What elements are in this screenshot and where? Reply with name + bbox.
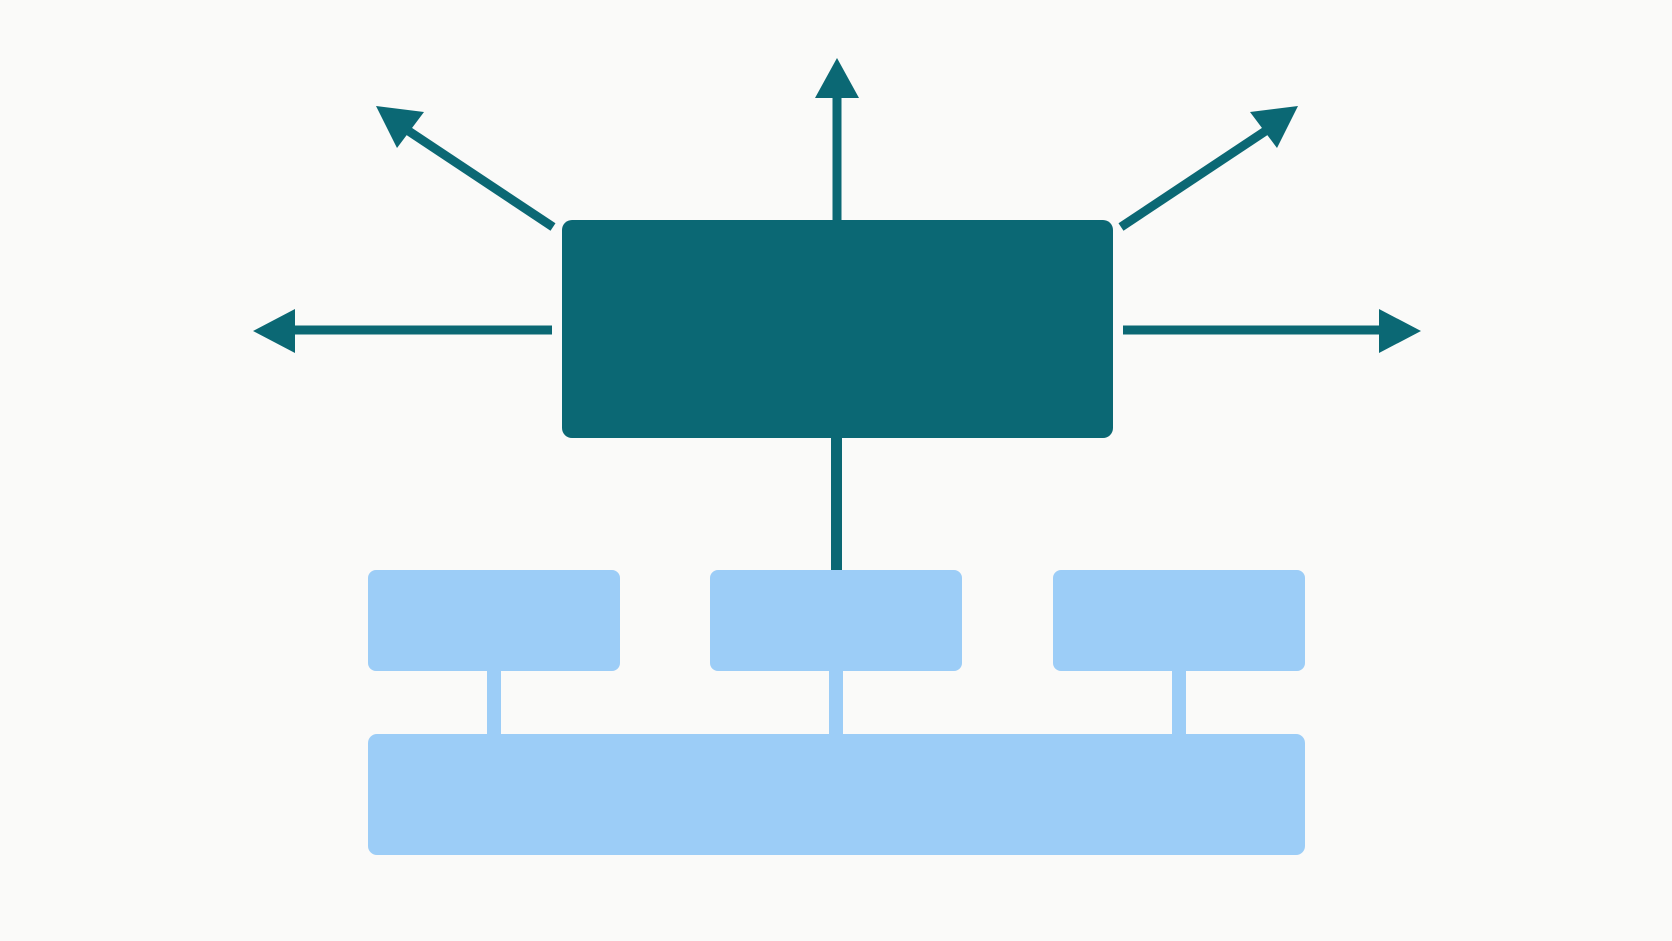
middle-block-center <box>710 570 962 671</box>
arrow-right-icon <box>1123 309 1421 353</box>
connector-right <box>1172 669 1186 737</box>
middle-block-right <box>1053 570 1305 671</box>
connector-center <box>829 669 843 737</box>
connector-left <box>487 669 501 737</box>
arrow-left-icon <box>253 309 552 353</box>
middle-block-left <box>368 570 620 671</box>
arrow-up-left-icon <box>376 106 556 231</box>
central-block <box>562 220 1113 438</box>
arrow-up-right-icon <box>1118 106 1298 231</box>
arrow-up-icon <box>815 58 859 221</box>
central-connector <box>831 436 842 572</box>
base-block <box>368 734 1305 855</box>
